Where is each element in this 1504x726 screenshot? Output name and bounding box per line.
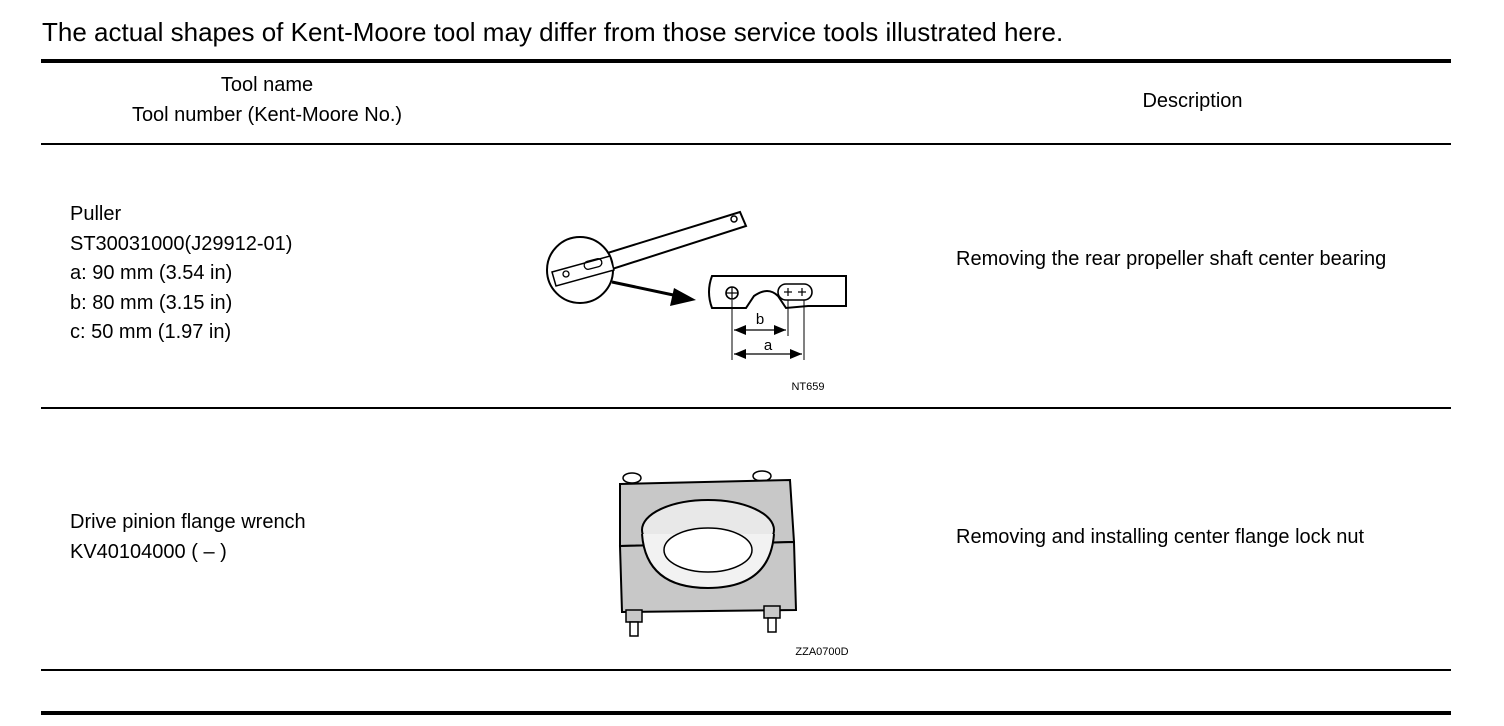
dim-label-a: a (764, 337, 773, 354)
puller-illustration: b a NT659 (546, 210, 847, 393)
tool-number: KV40104000 ( – ) (70, 540, 227, 563)
row-puller-description: Removing the rear propeller shaft center… (956, 248, 1387, 270)
tool-number: ST30031000(J29912-01) (70, 232, 293, 255)
row-puller-info: Puller ST30031000(J29912-01) a: 90 mm (3… (70, 200, 292, 348)
tool-name: Puller (70, 203, 122, 225)
tool-name: Drive pinion flange wrench (70, 511, 306, 533)
header-description: Description (1142, 90, 1243, 112)
row-rule-1 (41, 407, 1451, 409)
row-wrench-info: Drive pinion flange wrench KV40104000 ( … (70, 508, 306, 567)
flange-wrench-illustration: ZZA0700D (618, 470, 849, 658)
image-code-nt659: NT659 (791, 381, 824, 393)
spec-b: b: 80 mm (3.15 in) (70, 291, 233, 314)
bottom-rule (41, 711, 1451, 715)
spec-a: a: 90 mm (3.54 in) (70, 262, 233, 284)
intro-note: The actual shapes of Kent-Moore tool may… (42, 17, 1064, 47)
dim-label-b: b (756, 311, 764, 328)
header-tool-number: Tool number (Kent-Moore No.) (131, 104, 403, 126)
image-code-zza0700d: ZZA0700D (795, 646, 848, 658)
spec-c: c: 50 mm (1.97 in) (70, 321, 232, 343)
row-wrench-description: Removing and installing center flange lo… (956, 526, 1365, 548)
header-rule (41, 143, 1451, 145)
row-rule-2 (41, 669, 1451, 671)
top-rule (41, 59, 1451, 63)
header-tool-name: Tool name (220, 74, 314, 96)
header-tool-column: Tool name Tool number (Kent-Moore No.) (42, 70, 492, 130)
